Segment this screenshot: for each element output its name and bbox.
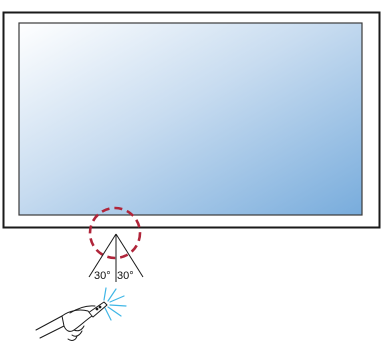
ir-signal-icon: [103, 287, 127, 321]
angle-label-right: 30°: [117, 270, 134, 282]
reception-angle-lines: [88, 233, 144, 282]
angle-label-left: 30°: [94, 270, 111, 282]
ir-sensor-circle: [88, 206, 142, 260]
display-screen: [18, 22, 363, 216]
hand-holding-remote-icon: [35, 301, 108, 341]
